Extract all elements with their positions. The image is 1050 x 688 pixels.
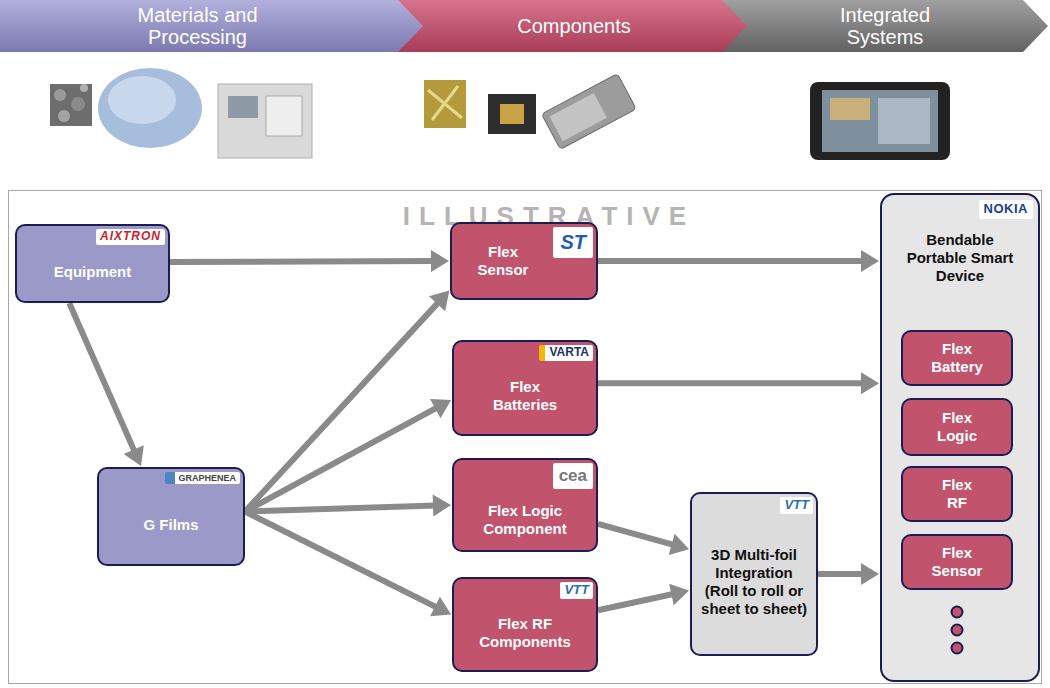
box-label: 3D Multi-foil Integration (Roll to roll … bbox=[699, 546, 809, 618]
chevron-fill bbox=[722, 0, 1048, 52]
system-container: NOKIA Bendable Portable Smart DeviceFlex … bbox=[880, 193, 1040, 682]
battery-label bbox=[550, 93, 607, 141]
arrow-shaft bbox=[818, 571, 864, 577]
flow-arrow bbox=[598, 372, 879, 394]
arrow-head bbox=[430, 399, 451, 418]
stage-chevron: Materials and Processing bbox=[0, 0, 425, 52]
arrow-head bbox=[861, 372, 879, 394]
company-logo: VTT bbox=[560, 582, 593, 599]
box-label: Flex Sensor bbox=[468, 243, 538, 279]
arrow-head bbox=[124, 445, 144, 466]
company-logo: ST bbox=[553, 227, 593, 258]
flow-arrow bbox=[170, 250, 449, 272]
component-box: VARTA Flex Batteries bbox=[452, 340, 598, 436]
arrow-shaft bbox=[245, 407, 438, 511]
stage-label: Components bbox=[517, 15, 630, 37]
material-photo bbox=[50, 84, 92, 126]
wafer-photo bbox=[98, 68, 202, 148]
material-box: GRAPHENEA G Films bbox=[97, 467, 245, 566]
arrow-head bbox=[669, 534, 689, 555]
arrow-shaft bbox=[598, 258, 864, 264]
machine-window bbox=[228, 96, 258, 118]
wafer-shine bbox=[108, 76, 176, 124]
stage-chevron: Integrated Systems bbox=[722, 0, 1048, 52]
arrow-shaft bbox=[170, 258, 434, 265]
circuit-photo bbox=[424, 80, 466, 128]
stage-label: Integrated Systems bbox=[810, 4, 960, 48]
arrow-head bbox=[669, 584, 689, 606]
integration-box: VTT 3D Multi-foil Integration (Roll to ro… bbox=[690, 492, 818, 656]
arrow-shaft bbox=[69, 303, 135, 452]
component-box: VTT Flex RF Components bbox=[452, 577, 598, 672]
arrow-shaft bbox=[245, 302, 439, 512]
material-box: AIXTRON Equipment bbox=[15, 224, 170, 303]
material-texture bbox=[58, 110, 70, 122]
company-logo: NOKIA bbox=[979, 200, 1033, 219]
flow-arrow bbox=[245, 399, 451, 512]
system-title: Bendable Portable Smart Device bbox=[895, 231, 1025, 285]
chevron-fill bbox=[0, 0, 425, 52]
device-screen bbox=[822, 90, 938, 152]
flow-arrow bbox=[69, 303, 144, 466]
stage-chevron: Components bbox=[398, 0, 750, 52]
chip-die bbox=[500, 104, 524, 124]
flow-arrow bbox=[598, 250, 879, 272]
stage-label: Materials and Processing bbox=[98, 4, 298, 48]
company-logo: VARTA bbox=[539, 345, 593, 361]
component-box: Flex Battery bbox=[901, 330, 1013, 386]
component-box: Flex Sensor bbox=[901, 534, 1013, 590]
flow-arrow bbox=[818, 563, 879, 585]
box-label: Flex Batteries bbox=[485, 378, 565, 414]
component-box: ST Flex Sensor bbox=[450, 222, 598, 300]
machine-photo bbox=[218, 84, 312, 158]
arrow-shaft bbox=[598, 380, 864, 386]
arrow-shaft bbox=[245, 512, 438, 608]
company-logo: GRAPHENEA bbox=[165, 472, 240, 484]
company-logo: VTT bbox=[780, 497, 813, 514]
company-logo: AIXTRON bbox=[96, 229, 165, 245]
battery-body bbox=[542, 74, 637, 150]
component-box: Flex Logic bbox=[901, 398, 1013, 456]
flow-arrow bbox=[245, 291, 449, 512]
arrow-shaft bbox=[598, 524, 675, 545]
arrow-head bbox=[429, 291, 449, 312]
arrow-head bbox=[430, 597, 451, 617]
component-box: ceaFlex Logic Component bbox=[452, 458, 598, 552]
flow-arrow bbox=[245, 495, 451, 517]
arrow-head bbox=[433, 495, 451, 517]
device-photo bbox=[810, 82, 950, 160]
box-label: Flex Battery bbox=[922, 340, 992, 376]
arrow-head bbox=[861, 250, 879, 272]
arrow-head bbox=[431, 250, 449, 272]
flow-arrow bbox=[598, 584, 689, 611]
material-texture bbox=[71, 97, 85, 111]
flow-arrow bbox=[245, 512, 451, 617]
chip-photo bbox=[488, 94, 536, 134]
component-box: Flex RF bbox=[901, 466, 1013, 522]
box-label: Flex RF Components bbox=[473, 615, 577, 651]
company-logo: cea bbox=[553, 463, 593, 489]
flow-arrow bbox=[598, 524, 689, 555]
device-screen-tile bbox=[878, 98, 930, 144]
box-label: Flex Logic bbox=[922, 409, 992, 445]
material-texture bbox=[54, 89, 66, 101]
arrow-shaft bbox=[598, 594, 674, 610]
material-texture bbox=[80, 84, 88, 92]
battery-photo bbox=[542, 74, 637, 150]
box-label: Flex Sensor bbox=[922, 544, 992, 580]
box-label: Flex RF bbox=[932, 476, 982, 512]
box-label: Equipment bbox=[54, 263, 132, 281]
machine-door bbox=[266, 96, 302, 136]
box-label: Flex Logic Component bbox=[477, 502, 573, 538]
circuit-traces bbox=[428, 86, 462, 120]
box-label: G Films bbox=[143, 516, 198, 534]
illustrative-frame: ILLUSTRATIVEAIXTRONEquipmentSTFlex Senso… bbox=[8, 190, 1042, 684]
device-screen-tile bbox=[830, 98, 870, 120]
arrow-shaft bbox=[245, 506, 436, 512]
arrow-head bbox=[861, 563, 879, 585]
chevron-fill bbox=[398, 0, 750, 52]
